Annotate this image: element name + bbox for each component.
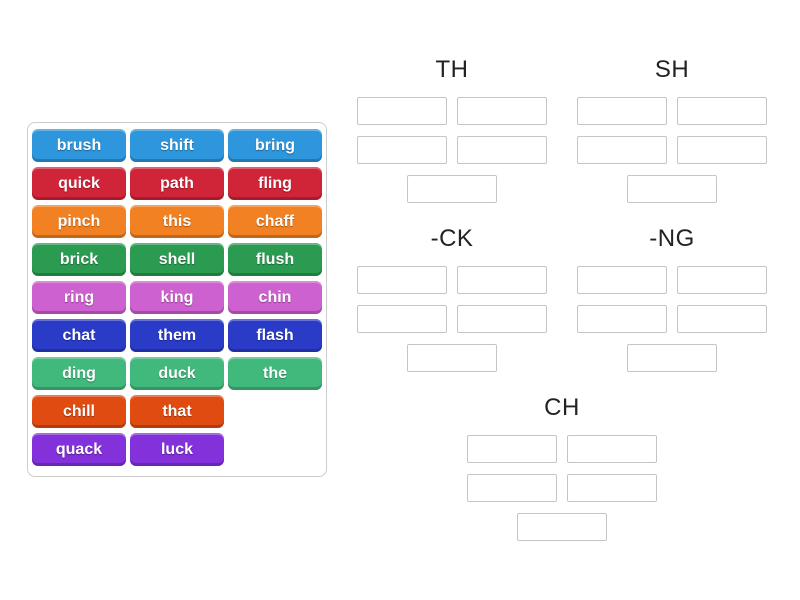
word-tile[interactable]: ding: [32, 357, 126, 390]
drop-slot[interactable]: [357, 305, 447, 333]
word-bank-row: chill that: [32, 395, 322, 428]
word-bank-row: brick shell flush: [32, 243, 322, 276]
slot-grid: [467, 435, 657, 541]
drop-slot[interactable]: [577, 97, 667, 125]
word-tile[interactable]: that: [130, 395, 224, 428]
drop-slot[interactable]: [567, 474, 657, 502]
drop-slot[interactable]: [627, 344, 717, 372]
word-tile[interactable]: flash: [228, 319, 322, 352]
drop-slot[interactable]: [577, 136, 667, 164]
word-tile[interactable]: shift: [130, 129, 224, 162]
word-tile[interactable]: chat: [32, 319, 126, 352]
category-header: -NG: [649, 225, 695, 252]
drop-slot[interactable]: [677, 305, 767, 333]
category-group-sh: SH: [577, 55, 767, 203]
slot-grid: [577, 266, 767, 372]
category-header: -CK: [430, 225, 474, 252]
word-bank-row: brush shift bring: [32, 129, 322, 162]
drop-slot[interactable]: [517, 513, 607, 541]
slot-grid: [357, 97, 547, 203]
drop-slot[interactable]: [357, 266, 447, 294]
word-tile[interactable]: chin: [228, 281, 322, 314]
word-bank-row: pinch this chaff: [32, 205, 322, 238]
drop-slot[interactable]: [467, 435, 557, 463]
drop-slot[interactable]: [627, 175, 717, 203]
word-tile[interactable]: ring: [32, 281, 126, 314]
category-header: SH: [654, 56, 690, 83]
slot-grid: [577, 97, 767, 203]
drop-slot[interactable]: [577, 305, 667, 333]
drop-slot[interactable]: [357, 136, 447, 164]
drop-slot[interactable]: [467, 474, 557, 502]
word-tile[interactable]: duck: [130, 357, 224, 390]
drop-slot[interactable]: [457, 136, 547, 164]
category-group-ng: -NG: [577, 224, 767, 372]
word-tile[interactable]: quack: [32, 433, 126, 466]
word-tile[interactable]: chill: [32, 395, 126, 428]
word-tile[interactable]: flush: [228, 243, 322, 276]
word-tile[interactable]: king: [130, 281, 224, 314]
drop-slot[interactable]: [457, 266, 547, 294]
word-bank-row: ring king chin: [32, 281, 322, 314]
word-tile[interactable]: path: [130, 167, 224, 200]
drop-slot[interactable]: [677, 97, 767, 125]
drop-slot[interactable]: [457, 97, 547, 125]
drop-slot[interactable]: [457, 305, 547, 333]
category-group-th: TH: [357, 55, 547, 203]
drop-slot[interactable]: [677, 266, 767, 294]
word-tile[interactable]: them: [130, 319, 224, 352]
word-tile[interactable]: this: [130, 205, 224, 238]
word-bank: brush shift bring quick path fling pinch…: [27, 122, 327, 477]
drop-slot[interactable]: [677, 136, 767, 164]
word-tile[interactable]: brick: [32, 243, 126, 276]
slot-grid: [357, 266, 547, 372]
category-header: CH: [544, 394, 580, 421]
word-bank-row: chat them flash: [32, 319, 322, 352]
category-group-ck: -CK: [357, 224, 547, 372]
word-tile[interactable]: bring: [228, 129, 322, 162]
word-bank-row: quack luck: [32, 433, 322, 466]
word-tile[interactable]: pinch: [32, 205, 126, 238]
drop-slot[interactable]: [407, 175, 497, 203]
word-tile[interactable]: shell: [130, 243, 224, 276]
category-header: TH: [435, 56, 469, 83]
drop-slot[interactable]: [567, 435, 657, 463]
word-bank-row: ding duck the: [32, 357, 322, 390]
drop-slot[interactable]: [357, 97, 447, 125]
word-tile[interactable]: luck: [130, 433, 224, 466]
word-bank-row: quick path fling: [32, 167, 322, 200]
word-tile[interactable]: the: [228, 357, 322, 390]
drop-slot[interactable]: [407, 344, 497, 372]
drop-slot[interactable]: [577, 266, 667, 294]
word-tile[interactable]: chaff: [228, 205, 322, 238]
category-group-ch: CH: [467, 393, 657, 541]
word-tile[interactable]: fling: [228, 167, 322, 200]
word-tile[interactable]: brush: [32, 129, 126, 162]
word-tile[interactable]: quick: [32, 167, 126, 200]
